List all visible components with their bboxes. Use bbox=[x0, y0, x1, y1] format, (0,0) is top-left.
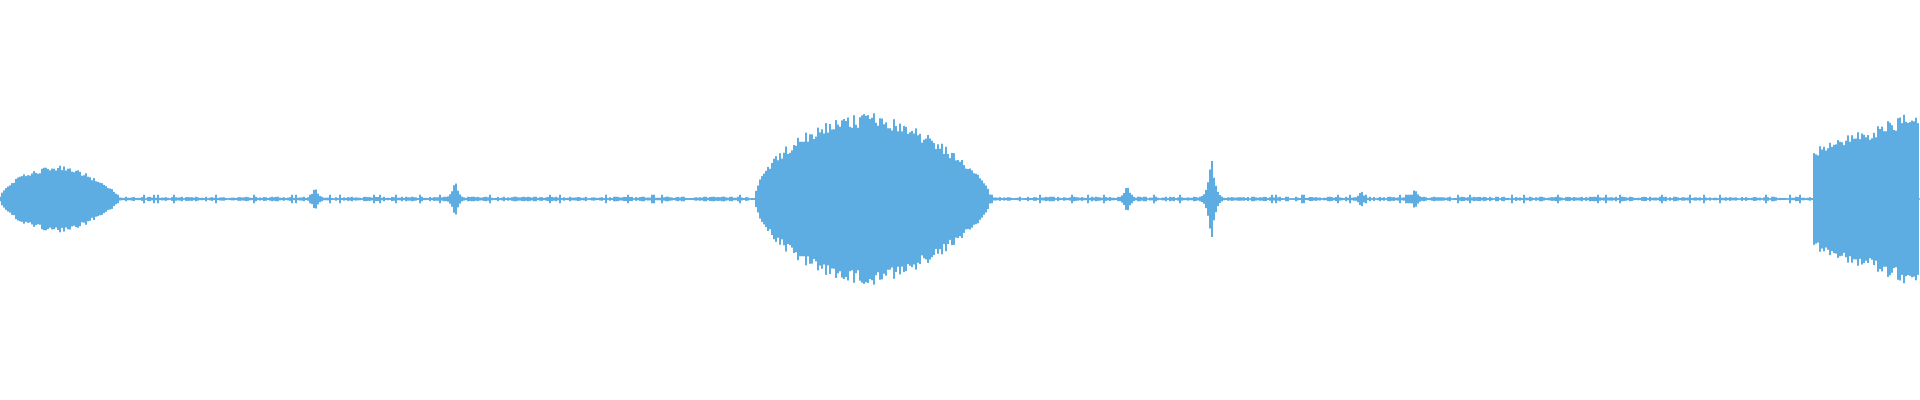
waveform-amplitude-bars bbox=[0, 113, 1919, 285]
waveform-path bbox=[0, 113, 1919, 285]
